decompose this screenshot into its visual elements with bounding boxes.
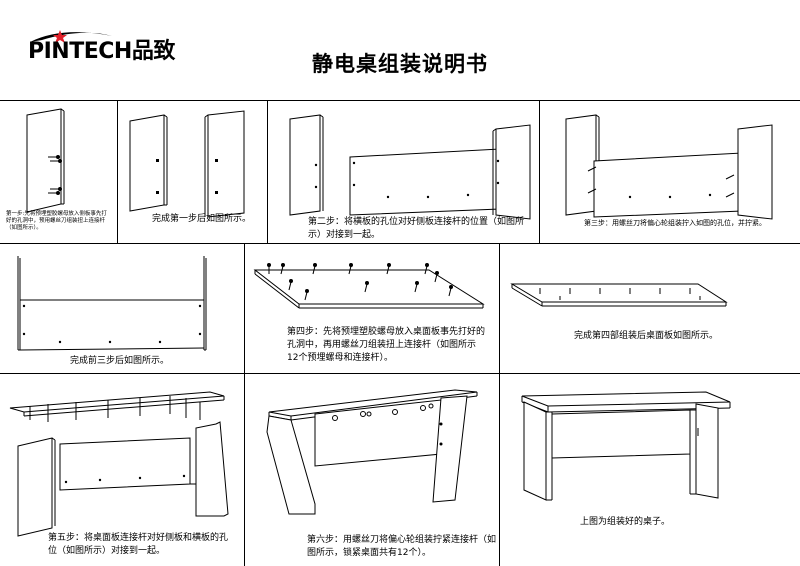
step-3-caption: 第三步：用螺丝刀将偏心轮组装拧入如图的孔位，并拧紧。 xyxy=(584,219,766,227)
step-4-result-illustration xyxy=(510,283,728,307)
step-5-panel: 第五步：将桌面板连接杆对好侧板和横板的孔位（如图所示）对接到一起。 xyxy=(0,374,245,566)
logo-swoosh-icon xyxy=(30,30,112,43)
step-6-panel: 第六步：用螺丝刀将偏心轮组装拧紧连接杆（如图所示，锁紧桌面共有12个）。 xyxy=(245,374,500,566)
step-5-caption: 第五步：将桌面板连接杆对好侧板和横板的孔位（如图所示）对接到一起。 xyxy=(48,533,229,556)
step-4-caption: 第四步：先将预埋塑胶螺母放入桌面板事先打好的孔洞中，再用螺丝刀组装扭上连接杆（如… xyxy=(287,327,486,363)
step-6-illustration xyxy=(266,389,478,515)
step-4-panel: 第四步：先将预埋塑胶螺母放入桌面板事先打好的孔洞中，再用螺丝刀组装扭上连接杆（如… xyxy=(245,244,500,374)
step-5-illustration xyxy=(9,391,229,537)
final-desk-illustration xyxy=(521,391,731,501)
step-3-illustration xyxy=(565,114,773,220)
step-1-result-illustration xyxy=(129,110,245,218)
step-4-result-caption: 完成第四部组装后桌面板如图所示。 xyxy=(574,331,719,341)
step-4-illustration xyxy=(253,263,485,309)
final-result-panel: 上图为组装好的桌子。 xyxy=(500,374,800,566)
step-3-result-panel: 完成前三步后如图所示。 xyxy=(0,244,245,374)
step-3-result-caption: 完成前三步后如图所示。 xyxy=(70,356,170,366)
step-4-result-panel: 完成第四部组装后桌面板如图所示。 xyxy=(500,244,800,374)
step-1-illustration xyxy=(26,108,65,213)
step-2-illustration xyxy=(289,114,531,220)
brand-name-cn: 品致 xyxy=(131,39,176,64)
steps-grid: 第一步:先将预埋塑胶螺母放入侧板事先打好的孔洞中，预用螺丝刀组装扭上连接杆（如图… xyxy=(0,100,800,566)
brand-name: PINTECH xyxy=(28,39,132,64)
step-3-result-illustration xyxy=(17,256,207,351)
step-1-result-panel: 完成第一步后如图所示。 xyxy=(118,101,268,244)
step-3-panel: 第三步：用螺丝刀将偏心轮组装拧入如图的孔位，并拧紧。 xyxy=(540,101,800,244)
step-1-panel: 第一步:先将预埋塑胶螺母放入侧板事先打好的孔洞中，预用螺丝刀组装扭上连接杆（如图… xyxy=(0,101,118,244)
step-2-caption: 第二步：将横板的孔位对好侧板连接杆的位置（如图所示）对接到一起。 xyxy=(308,217,525,240)
step-2-panel: 第二步：将横板的孔位对好侧板连接杆的位置（如图所示）对接到一起。 xyxy=(268,101,540,244)
step-1-result-caption: 完成第一步后如图所示。 xyxy=(152,214,252,224)
brand-logo: PINTECH品致 xyxy=(22,30,182,64)
red-star-icon xyxy=(53,30,67,43)
final-result-caption: 上图为组装好的桌子。 xyxy=(580,517,671,527)
page-title: 静电桌组装说明书 xyxy=(312,52,488,76)
step-1-caption: 第一步:先将预埋塑胶螺母放入侧板事先打好的孔洞中，预用螺丝刀组装扭上连接杆（如图… xyxy=(6,211,107,231)
step-6-caption: 第六步：用螺丝刀将偏心轮组装拧紧连接杆（如图所示，锁紧桌面共有12个）。 xyxy=(307,535,497,558)
